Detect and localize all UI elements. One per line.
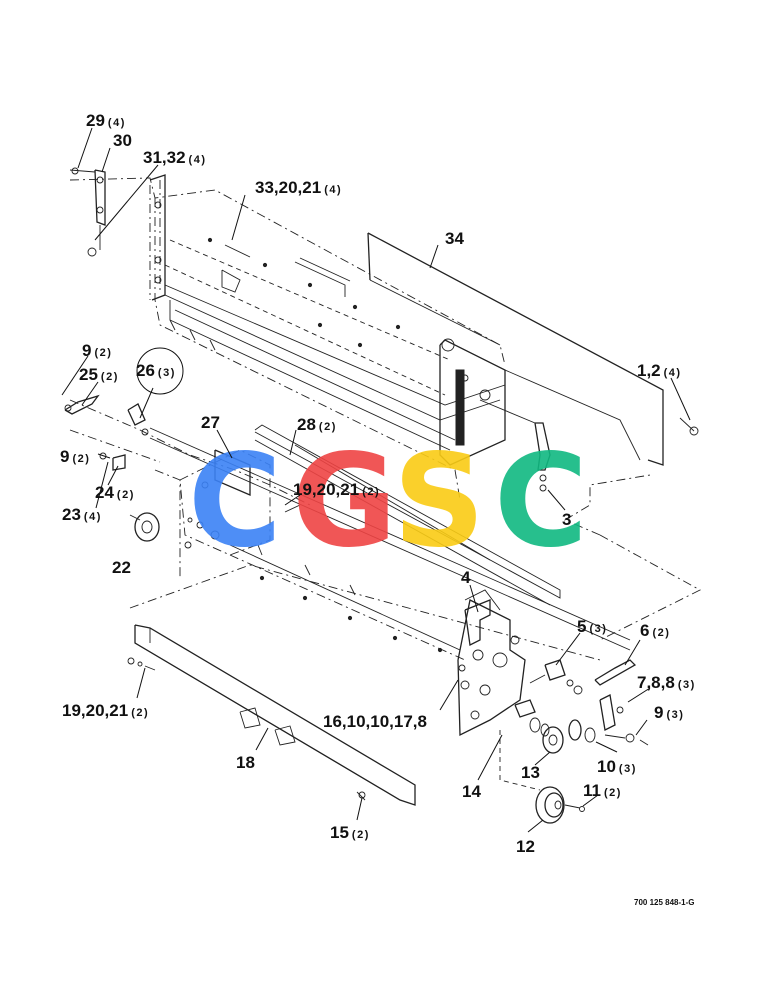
callout-5: 5(3) <box>577 617 607 636</box>
callout-13: 13 <box>521 763 540 782</box>
callout-16-10-10-17-8: 16,10,10,17,8 <box>323 712 427 731</box>
callout-9-lower: 9(3) <box>654 703 684 722</box>
callout-22: 22 <box>112 558 131 577</box>
watermark-letter-1: C <box>188 427 282 576</box>
callout-14: 14 <box>462 782 481 801</box>
callout-26: 26(3) <box>136 361 176 380</box>
callout-28: 28(2) <box>297 415 337 434</box>
callout-9-middle: 9(2) <box>60 447 90 466</box>
callout-24: 24(2) <box>95 483 135 502</box>
callout-7-8-8: 7,8,8(3) <box>637 673 696 692</box>
watermark: C G S C <box>188 427 588 576</box>
callout-9-upper: 9(2) <box>82 341 112 360</box>
callout-6: 6(2) <box>640 621 670 640</box>
callout-31-32: 31,32(4) <box>143 148 207 167</box>
callout-29: 29(4) <box>86 111 126 130</box>
callout-25: 25(2) <box>79 365 119 384</box>
callout-15: 15(2) <box>330 823 370 842</box>
callout-33-20-21: 33,20,21(4) <box>255 178 342 197</box>
gear-housing <box>457 589 541 791</box>
left-side-components <box>64 394 181 580</box>
callout-4: 4 <box>461 568 471 587</box>
callout-10: 10(3) <box>597 757 637 776</box>
rail-18 <box>127 624 416 806</box>
pulley-stack <box>514 699 649 754</box>
upper-frame-assembly <box>69 174 506 501</box>
callout-19-20-21-upper: 19,20,21(2) <box>293 480 380 499</box>
callout-1-2: 1,2(4) <box>637 361 682 380</box>
callout-34: 34 <box>445 229 464 248</box>
bracket-4 <box>464 599 491 646</box>
watermark-letter-3: S <box>393 427 485 576</box>
lower-envelope <box>129 474 701 661</box>
callout-23: 23(4) <box>62 505 102 524</box>
cover-panel <box>367 232 664 466</box>
callout-26-circle <box>136 347 184 395</box>
pulley-12 <box>535 786 585 824</box>
callout-12: 12 <box>516 837 535 856</box>
left-pivot-bracket <box>69 167 106 257</box>
drawing-number: 700 125 848-1-G <box>634 898 695 907</box>
watermark-letter-2: G <box>292 427 397 576</box>
callout-19-20-21-lower: 19,20,21(2) <box>62 701 149 720</box>
callout-27: 27 <box>201 413 220 432</box>
left-side-plate <box>179 449 301 556</box>
belt <box>254 424 561 606</box>
callout-labels: 29(4) 30 31,32(4) 33,20,21(4) 34 9(2) 25… <box>60 111 696 856</box>
right-bracket <box>479 399 699 492</box>
callout-11: 11(2) <box>583 781 622 800</box>
watermark-letter-4: C <box>494 427 588 576</box>
callout-3: 3 <box>562 510 571 529</box>
right-side-parts <box>529 659 637 731</box>
leader-lines <box>61 127 691 833</box>
middle-platform <box>229 544 466 661</box>
callout-18: 18 <box>236 753 255 772</box>
callout-30: 30 <box>113 131 132 150</box>
